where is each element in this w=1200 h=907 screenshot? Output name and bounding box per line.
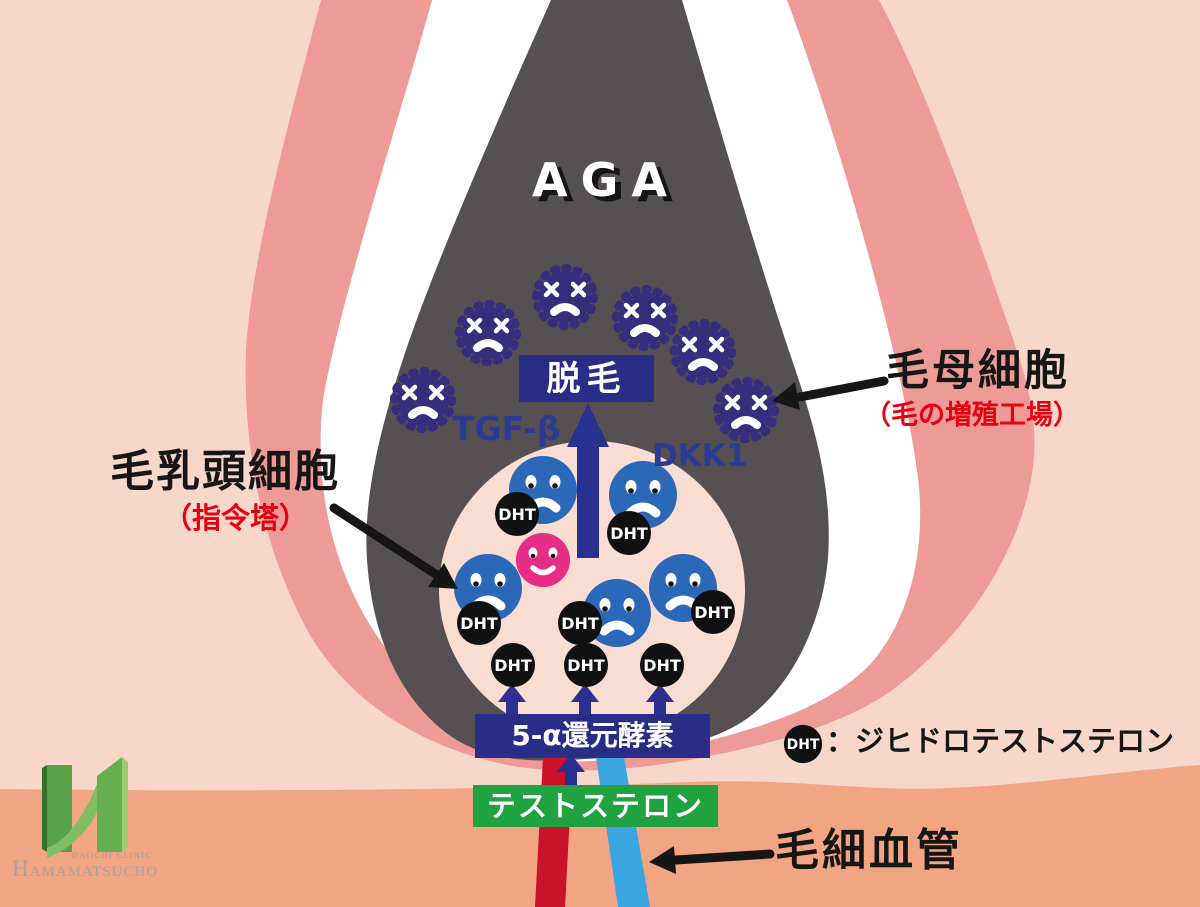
- dht-molecule: [495, 492, 539, 536]
- matrix-cell-sublabel: （毛の増殖工場）: [864, 400, 1080, 431]
- hair-loss-box: [519, 355, 654, 402]
- clinic-logo-place-line: HAMAMATSUCHO: [12, 856, 159, 881]
- clinic-logo-icon: [42, 757, 128, 858]
- papilla-pointer-arrow: [329, 503, 458, 589]
- dead-hair-cell-icon: [394, 371, 452, 429]
- papilla-cell-sublabel: （指令塔）: [163, 501, 309, 535]
- dkk1-label: DKK1: [652, 438, 748, 474]
- diagram-title: AGA: [532, 153, 680, 207]
- testosterone-box: [473, 785, 718, 827]
- dead-hair-cell-icon: [536, 268, 594, 326]
- clinic-logo-clinic-line: DAIICHI CLINIC: [72, 851, 153, 860]
- hair-loss-label: 脱毛: [546, 358, 627, 399]
- dht-molecule: [558, 601, 602, 645]
- matrix-cell-label: 毛母細胞: [886, 346, 1070, 396]
- dht-legend-text: ：ジヒドロテストステロン: [826, 724, 1175, 758]
- dht-molecule: [607, 511, 651, 555]
- dht-molecule: [640, 643, 684, 687]
- reductase-label: 5-α還元酵素: [511, 719, 674, 752]
- dead-hair-cell-icon: [717, 381, 775, 439]
- dht-molecule: [691, 590, 735, 634]
- dht-legend-badge: [783, 724, 823, 764]
- capillary-label: 毛細血管: [775, 825, 963, 876]
- dead-hair-cell-icon: [459, 304, 517, 362]
- skin-band: [0, 765, 1200, 907]
- testosterone-label: テストステロン: [486, 788, 704, 823]
- dead-hair-cell-icon: [616, 289, 674, 347]
- hair-loss-arrow: [567, 403, 609, 558]
- dead-hair-cell-icon: [674, 323, 732, 381]
- happy-cell-icon: [516, 533, 570, 587]
- dht-molecule: [457, 601, 501, 645]
- dht-molecule: [491, 643, 535, 687]
- dht-molecule: [564, 643, 608, 687]
- tgf-beta-label: TGF-β: [452, 409, 561, 448]
- papilla-cell-label: 毛乳頭細胞: [110, 446, 340, 497]
- matrix-cell-pointer-arrow: [772, 376, 889, 410]
- capillary-pointer-arrow: [649, 846, 775, 874]
- reductase-box: [475, 714, 710, 758]
